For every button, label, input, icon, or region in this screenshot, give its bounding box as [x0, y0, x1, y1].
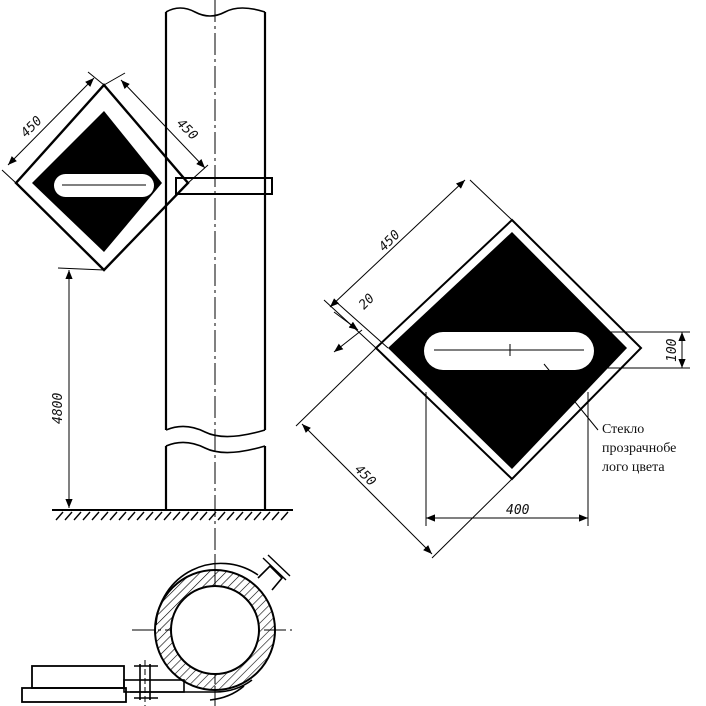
ground-hatch-tick — [226, 511, 235, 521]
large-sign — [374, 218, 643, 481]
ground-hatch-tick — [280, 511, 289, 521]
glass-note-line1: Стекло — [602, 422, 644, 437]
ground-hatch-tick — [127, 511, 136, 521]
ground-hatch-tick — [91, 511, 100, 521]
ground-hatch-tick — [55, 511, 64, 521]
glass-note-line2: прозрачнобе — [602, 441, 676, 456]
dim-small-side-a: 450 — [18, 113, 45, 140]
dim-slot-height: 100 — [665, 338, 680, 362]
ground-hatch-tick — [172, 511, 181, 521]
dim-large-side-bottom: 450 — [351, 462, 378, 489]
clamp-plan-view — [21, 554, 292, 706]
ground-hatch-tick — [82, 511, 91, 521]
ground-hatch-tick — [64, 511, 73, 521]
dim-large-side-top: 450 — [376, 227, 403, 254]
ground-hatch-tick — [181, 511, 190, 521]
ground-hatch-tick — [208, 511, 217, 521]
ground-hatch-tick — [253, 511, 262, 521]
glass-note-line3: лого цвета — [602, 460, 665, 475]
ground-hatch-tick — [154, 511, 163, 521]
dim-mount-height: 4800 — [51, 393, 66, 424]
ground-hatch-tick — [136, 511, 145, 521]
ground-hatch-tick — [100, 511, 109, 521]
ground-hatch-tick — [271, 511, 280, 521]
ground-hatch-tick — [262, 511, 271, 521]
ground-line — [52, 509, 293, 521]
large-sign-dimensions — [295, 179, 690, 559]
mounting-bracket — [175, 177, 273, 195]
ground-hatch-tick — [109, 511, 118, 521]
ground-hatch-tick — [118, 511, 127, 521]
dim-slot-width: 400 — [506, 503, 530, 518]
ground-hatch-tick — [190, 511, 199, 521]
ground-hatch-tick — [73, 511, 82, 521]
ground-hatch-tick — [163, 511, 172, 521]
ground-hatch-tick — [235, 511, 244, 521]
ground-hatch-tick — [244, 511, 253, 521]
small-sign-dimensions — [1, 71, 209, 508]
ground-hatch-tick — [199, 511, 208, 521]
small-sign — [14, 83, 190, 272]
ground-hatch-tick — [145, 511, 154, 521]
ground-hatch-tick — [217, 511, 226, 521]
dim-large-border: 20 — [356, 291, 378, 313]
